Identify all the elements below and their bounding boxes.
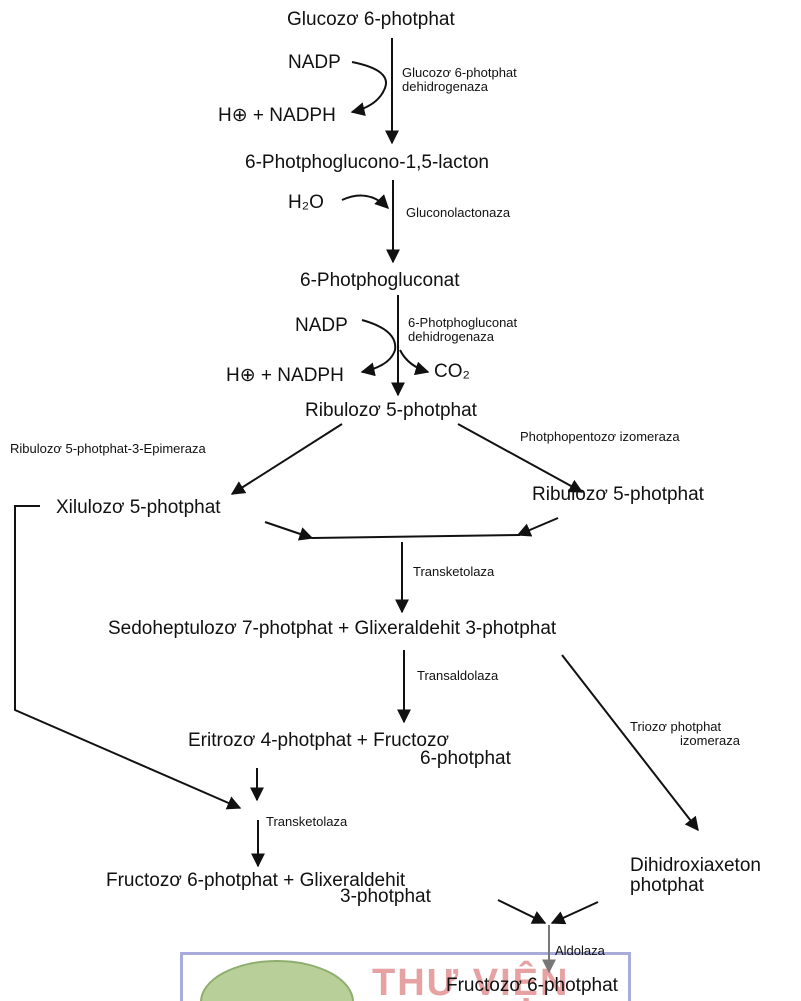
cofactor-nadp-2: NADP	[295, 315, 348, 336]
merge-line	[311, 534, 521, 539]
cofactor-h-nadph-2: H⊕ + NADPH	[226, 365, 344, 386]
compound-ribulose-5-phosphate: Ribulozơ 5-photphat	[305, 400, 477, 421]
enzyme-aldolase: Aldolaza	[555, 943, 605, 958]
compound-fructose-gap: Fructozơ 6-photphat + Glixeraldehit	[106, 870, 406, 891]
cofactor-nadp-1: NADP	[288, 52, 341, 73]
arrow-co2-curve	[399, 349, 430, 376]
arrow-xilulozo-merge	[264, 521, 314, 541]
arrow-h2o-curve	[341, 194, 389, 209]
compound-erythrose-fructose-line2: 6-photphat	[420, 748, 511, 769]
arrow-nadp1-curve	[350, 61, 388, 116]
enzyme-gluconolactonase: Gluconolactonaza	[406, 205, 511, 220]
watermark-frame	[180, 952, 631, 1001]
enzyme-g6p-dehydrogenase-line1: Glucozơ 6-photphat	[402, 65, 517, 80]
enzyme-g6p-dehydrogenase-line2: dehidrogenaza	[402, 79, 489, 94]
enzyme-transaldolase: Transaldolaza	[417, 668, 499, 683]
compound-erythrose-fructose: Eritrozơ 4-photphat + Fructozơ	[188, 730, 449, 751]
enzyme-transketolase-1: Transketolaza	[413, 564, 495, 579]
xilulozo-long-path	[14, 505, 242, 810]
arrow-ribulozo-merge	[516, 517, 559, 537]
cofactor-h2o: H₂O	[288, 192, 324, 213]
enzyme-triose-phosphate-isomerase-line2: izomeraza	[680, 733, 740, 748]
enzyme-isomerase: Photphopentozơ izomeraza	[520, 429, 680, 444]
enzyme-6pg-dehydrogenase-line1: 6-Photphogluconat	[408, 315, 518, 330]
compound-xylulose-5-phosphate: Xilulozơ 5-photphat	[56, 497, 221, 518]
cofactor-h-nadph-1: H⊕ + NADPH	[218, 105, 336, 126]
enzyme-epimerase: Ribulozơ 5-photphat-3-Epimeraza	[10, 441, 206, 456]
arrow-nadp2-curve	[360, 319, 397, 377]
compound-dihydroxyacetone-phosphate: Dihidroxiaxeton	[630, 855, 761, 876]
compound-final-fructose-6-phosphate: Fructozơ 6-photphat	[446, 975, 618, 996]
arrow-dhap-to-aldolaza	[550, 901, 599, 925]
enzyme-6pg-dehydrogenase-line2: dehidrogenaza	[408, 329, 495, 344]
compound-sedoheptulose-gap: Sedoheptulozơ 7-photphat + Glixeraldehit…	[108, 618, 557, 639]
compound-ribulose-5-phosphate-right: Ribulozơ 5-photphat	[532, 484, 704, 505]
enzyme-triose-phosphate-isomerase-line1: Triozơ photphat	[630, 719, 722, 734]
arrow-to-xilulozo	[230, 423, 343, 495]
compound-6-phosphogluconate: 6-Photphogluconat	[300, 270, 460, 291]
watermark-text: THƯ VIỆN	[372, 962, 570, 1001]
arrow-gap-to-dhap	[561, 654, 699, 832]
compound-fructose-gap-line2: 3-photphat	[340, 886, 431, 907]
arrow-to-ribulozo-right	[457, 423, 584, 493]
compound-dihydroxyacetone-phosphate-line2: photphat	[630, 875, 704, 896]
arrow-gap-to-aldolaza	[497, 899, 547, 924]
enzyme-transketolase-2: Transketolaza	[266, 814, 348, 829]
compound-phosphoglucono-lactone: 6-Photphoglucono-1,5-lacton	[245, 152, 490, 173]
cofactor-co2: CO₂	[434, 361, 470, 382]
compound-glucose-6-phosphate: Glucozơ 6-photphat	[287, 9, 455, 30]
